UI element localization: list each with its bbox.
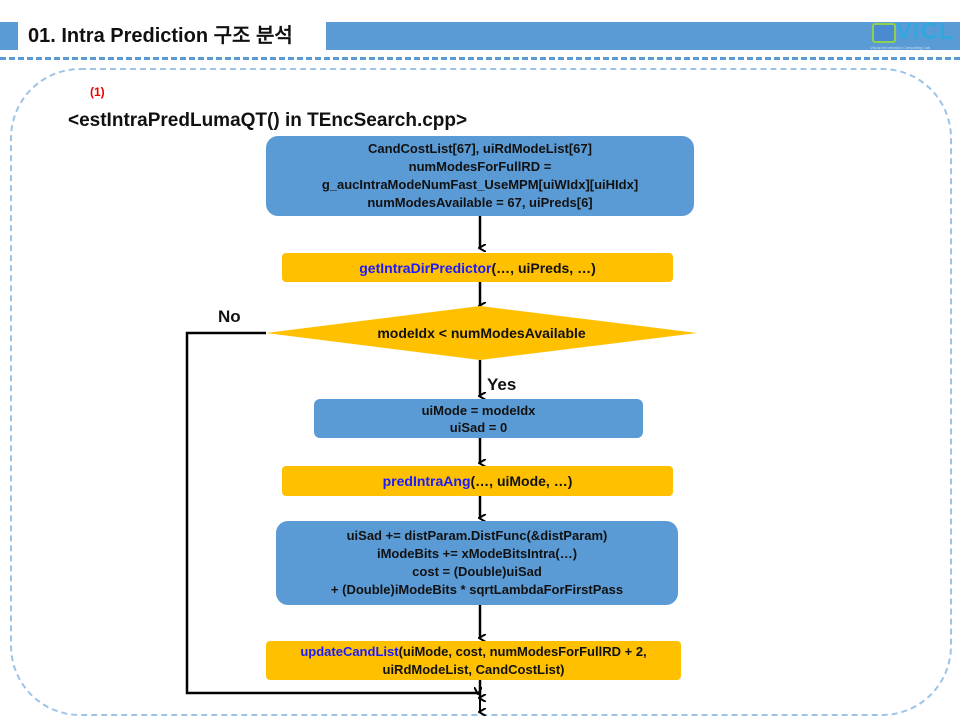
logo-subtitle: Visual Information Computing Lab xyxy=(870,45,931,50)
update-cand-list-box: updateCandList(uiMode, cost, numModesFor… xyxy=(266,641,681,680)
function-name: getIntraDirPredictor xyxy=(359,259,492,276)
init-line: numModesForFullRD = xyxy=(408,159,552,174)
function-name: updateCandList xyxy=(300,643,399,659)
no-branch-line xyxy=(185,331,478,693)
init-line: CandCostList[67], uiRdModeList[67] xyxy=(368,141,592,156)
cost-line: iModeBits += xModeBitsIntra(…) xyxy=(376,546,578,561)
function-args: (…, uiMode, …) xyxy=(470,473,573,489)
set-mode-line: uiSad = 0 xyxy=(449,419,508,435)
function-args: (…, uiPreds, …) xyxy=(491,259,596,276)
logo-text: VICL xyxy=(896,18,955,45)
no-label: No xyxy=(218,307,241,326)
cost-line: cost = (Double)uiSad xyxy=(412,564,542,579)
step-label: (1) xyxy=(90,85,105,99)
cost-line: uiSad += distParam.DistFunc(&distParam) xyxy=(346,528,608,543)
function-args: (uiMode, cost, numModesForFullRD + 2, xyxy=(398,643,647,659)
condition-diamond xyxy=(266,306,697,360)
condition-text: modeIdx < numModesAvailable xyxy=(377,325,586,341)
page-title: 01. Intra Prediction 구조 분석 xyxy=(18,22,326,50)
cost-line: + (Double)iModeBits * sqrtLambdaForFirst… xyxy=(330,582,624,597)
get-intra-dir-box: getIntraDirPredictor(…, uiPreds, …) xyxy=(282,253,673,282)
init-line: g_aucIntraModeNumFast_UseMPM[uiWIdx][uiH… xyxy=(321,177,639,192)
init-line: numModesAvailable = 67, uiPreds[6] xyxy=(367,195,593,210)
monitor-icon xyxy=(872,23,896,43)
set-mode-line: uiMode = modeIdx xyxy=(421,402,536,418)
vicl-logo: VICL Visual Information Computing Lab xyxy=(870,18,956,50)
yes-label: Yes xyxy=(487,375,517,394)
function-args-line2: uiRdModeList, CandCostList) xyxy=(382,661,565,677)
header-divider xyxy=(0,57,960,60)
set-mode-box: uiMode = modeIdx uiSad = 0 xyxy=(314,399,643,438)
init-box: CandCostList[67], uiRdModeList[67] numMo… xyxy=(266,136,694,216)
function-name: predIntraAng xyxy=(382,473,471,489)
section-subtitle: <estIntraPredLumaQT() in TEncSearch.cpp> xyxy=(68,110,468,131)
pred-intra-ang-box: predIntraAng(…, uiMode, …) xyxy=(282,466,673,496)
cost-box: uiSad += distParam.DistFunc(&distParam) … xyxy=(276,521,678,605)
